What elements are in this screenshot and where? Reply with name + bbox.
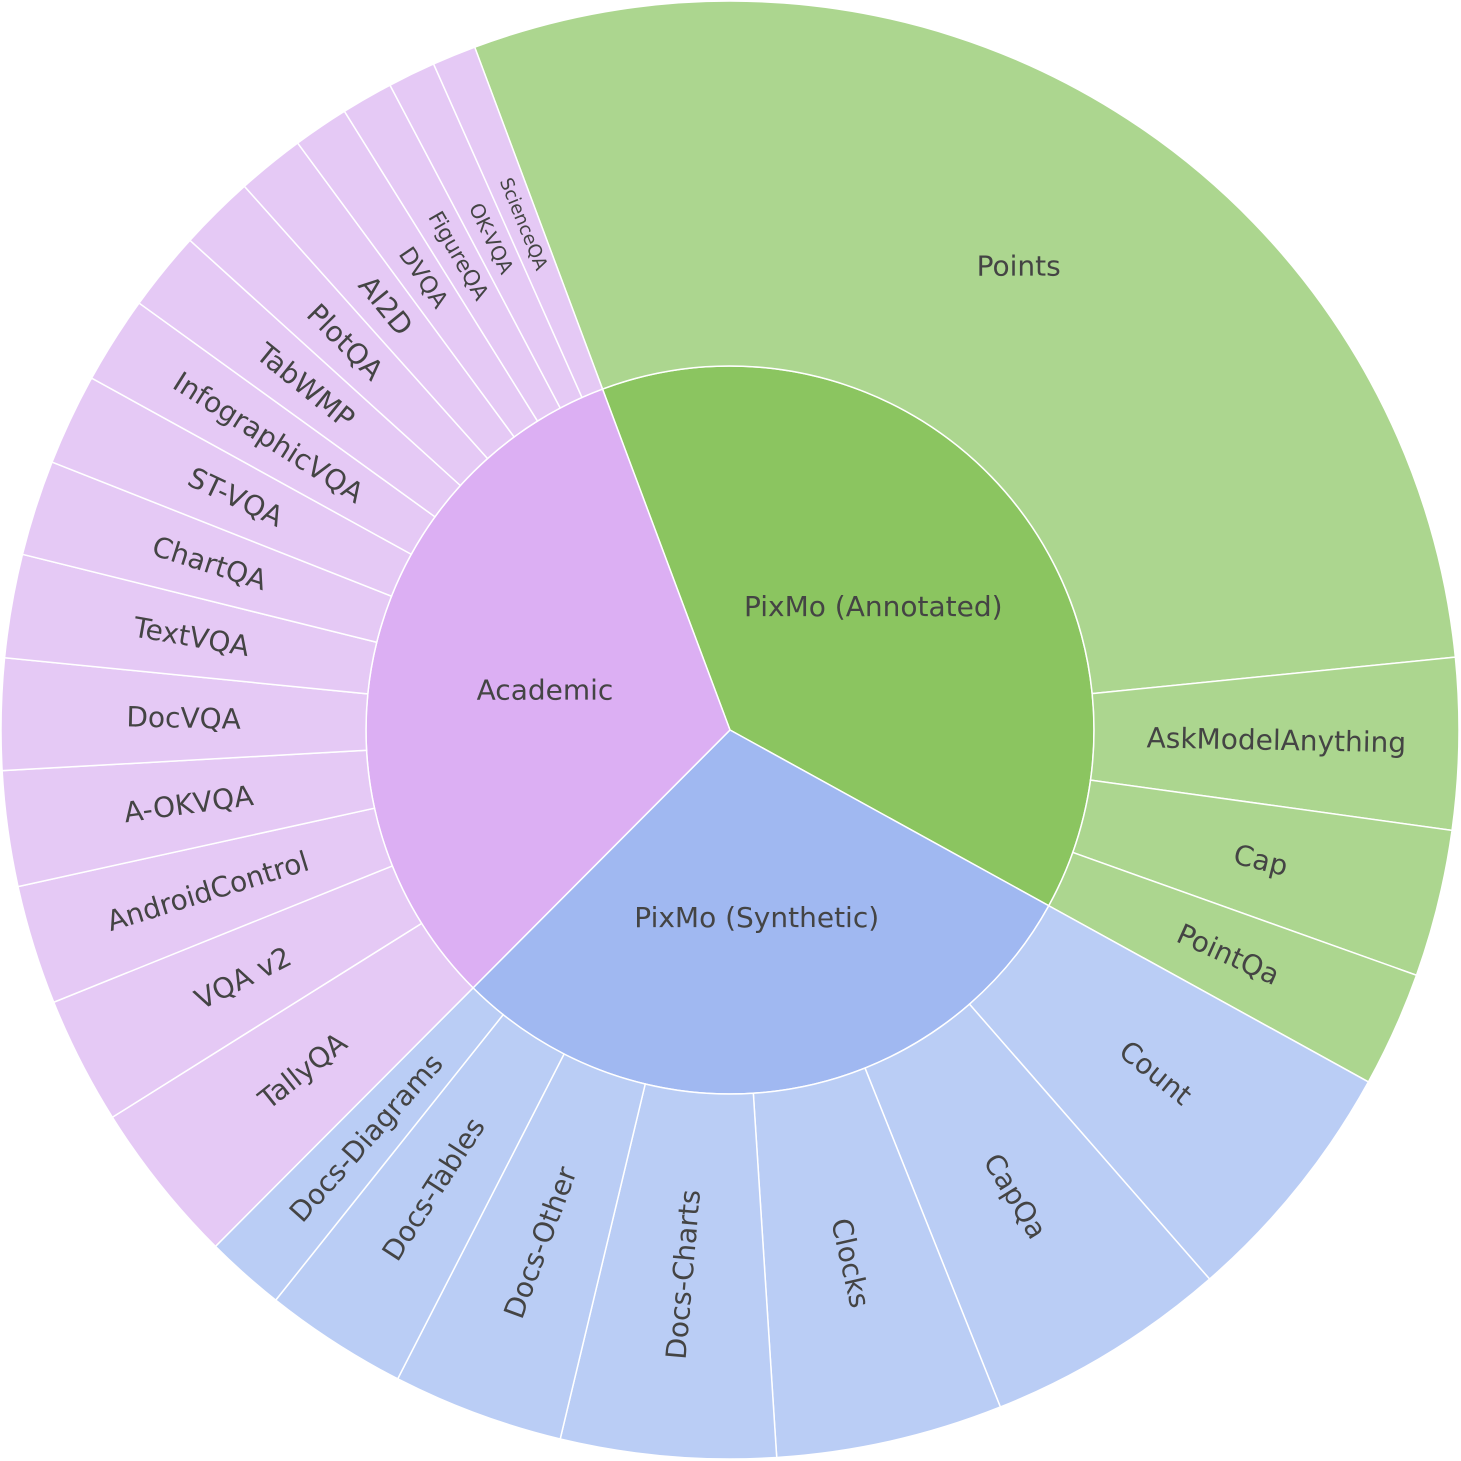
label-docvqa: DocVQA [126, 700, 241, 735]
label-pixmo-synthetic: PixMo (Synthetic) [634, 901, 879, 934]
label-academic: Academic [477, 674, 614, 707]
label-points: Points [977, 249, 1061, 282]
segment-scienceqa [432, 46, 604, 399]
label-askmodelanything: AskModelAnything [1146, 721, 1406, 759]
label-pixmo-annotated: PixMo (Annotated) [744, 590, 1003, 623]
segment-points [473, 0, 1457, 695]
